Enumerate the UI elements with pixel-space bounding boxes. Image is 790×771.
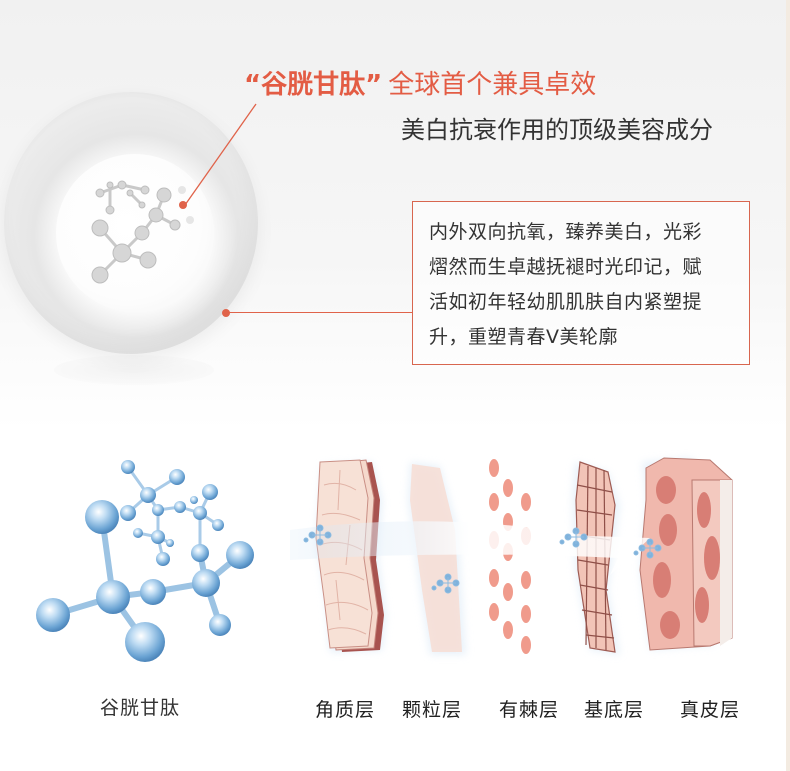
headline: “谷胱甘肽”全球首个兼具卓效 <box>244 64 596 101</box>
small-molecule-icon-1 <box>303 524 332 546</box>
subheadline: 美白抗衰作用的顶级美容成分 <box>401 116 713 144</box>
small-molecule-icon-3 <box>559 527 588 548</box>
grey-molecule-icon <box>91 180 194 284</box>
dermis-illustration <box>639 457 733 651</box>
description-callout: 内外双向抗氧，臻养美白，光彩 熠然而生卓越抚褪时光印记，赋 活如初年轻幼肌肌肤自… <box>412 201 750 365</box>
absorption-flow-arrow <box>290 521 650 575</box>
glutathione-molecule-icon <box>36 460 254 662</box>
skin-layers-diagram <box>290 457 733 655</box>
sphere-reflection <box>54 355 214 385</box>
molecule-label: 谷胱甘肽 <box>100 697 181 719</box>
callout-line-3: 活如初年轻幼肌肌肤自内紧塑提 <box>429 291 703 313</box>
layer-label-stratum-basale: 基底层 <box>584 699 645 721</box>
layer-label-stratum-corneum: 角质层 <box>315 699 376 721</box>
connector-line-horizontal <box>228 312 412 313</box>
stratum-basale-illustration <box>572 461 620 655</box>
layer-label-stratum-spinosum: 有棘层 <box>499 699 560 721</box>
stratum-granulosum-illustration <box>408 462 466 655</box>
callout-line-2: 熠然而生卓越抚褪时光印记，赋 <box>429 256 703 278</box>
callout-line-4: 升，重塑青春V美轮廓 <box>429 326 618 348</box>
layer-label-stratum-granulosum: 颗粒层 <box>402 699 463 721</box>
layer-label-dermis: 真皮层 <box>680 699 741 721</box>
stratum-spinosum-illustration <box>489 459 531 654</box>
glass-sphere-image <box>4 92 258 354</box>
headline-claim: 全球首个兼具卓效 <box>388 70 597 100</box>
connector-dot-top <box>179 201 187 209</box>
connector-line-diagonal <box>184 103 257 206</box>
small-molecule-icon-2 <box>431 573 460 594</box>
small-molecule-icon-4 <box>633 538 662 559</box>
headline-ingredient: “谷胱甘肽” <box>244 70 383 100</box>
right-edge-strip <box>786 0 790 771</box>
connector-dot-bottom <box>222 309 230 317</box>
callout-line-1: 内外双向抗氧，臻养美白，光彩 <box>429 221 703 243</box>
